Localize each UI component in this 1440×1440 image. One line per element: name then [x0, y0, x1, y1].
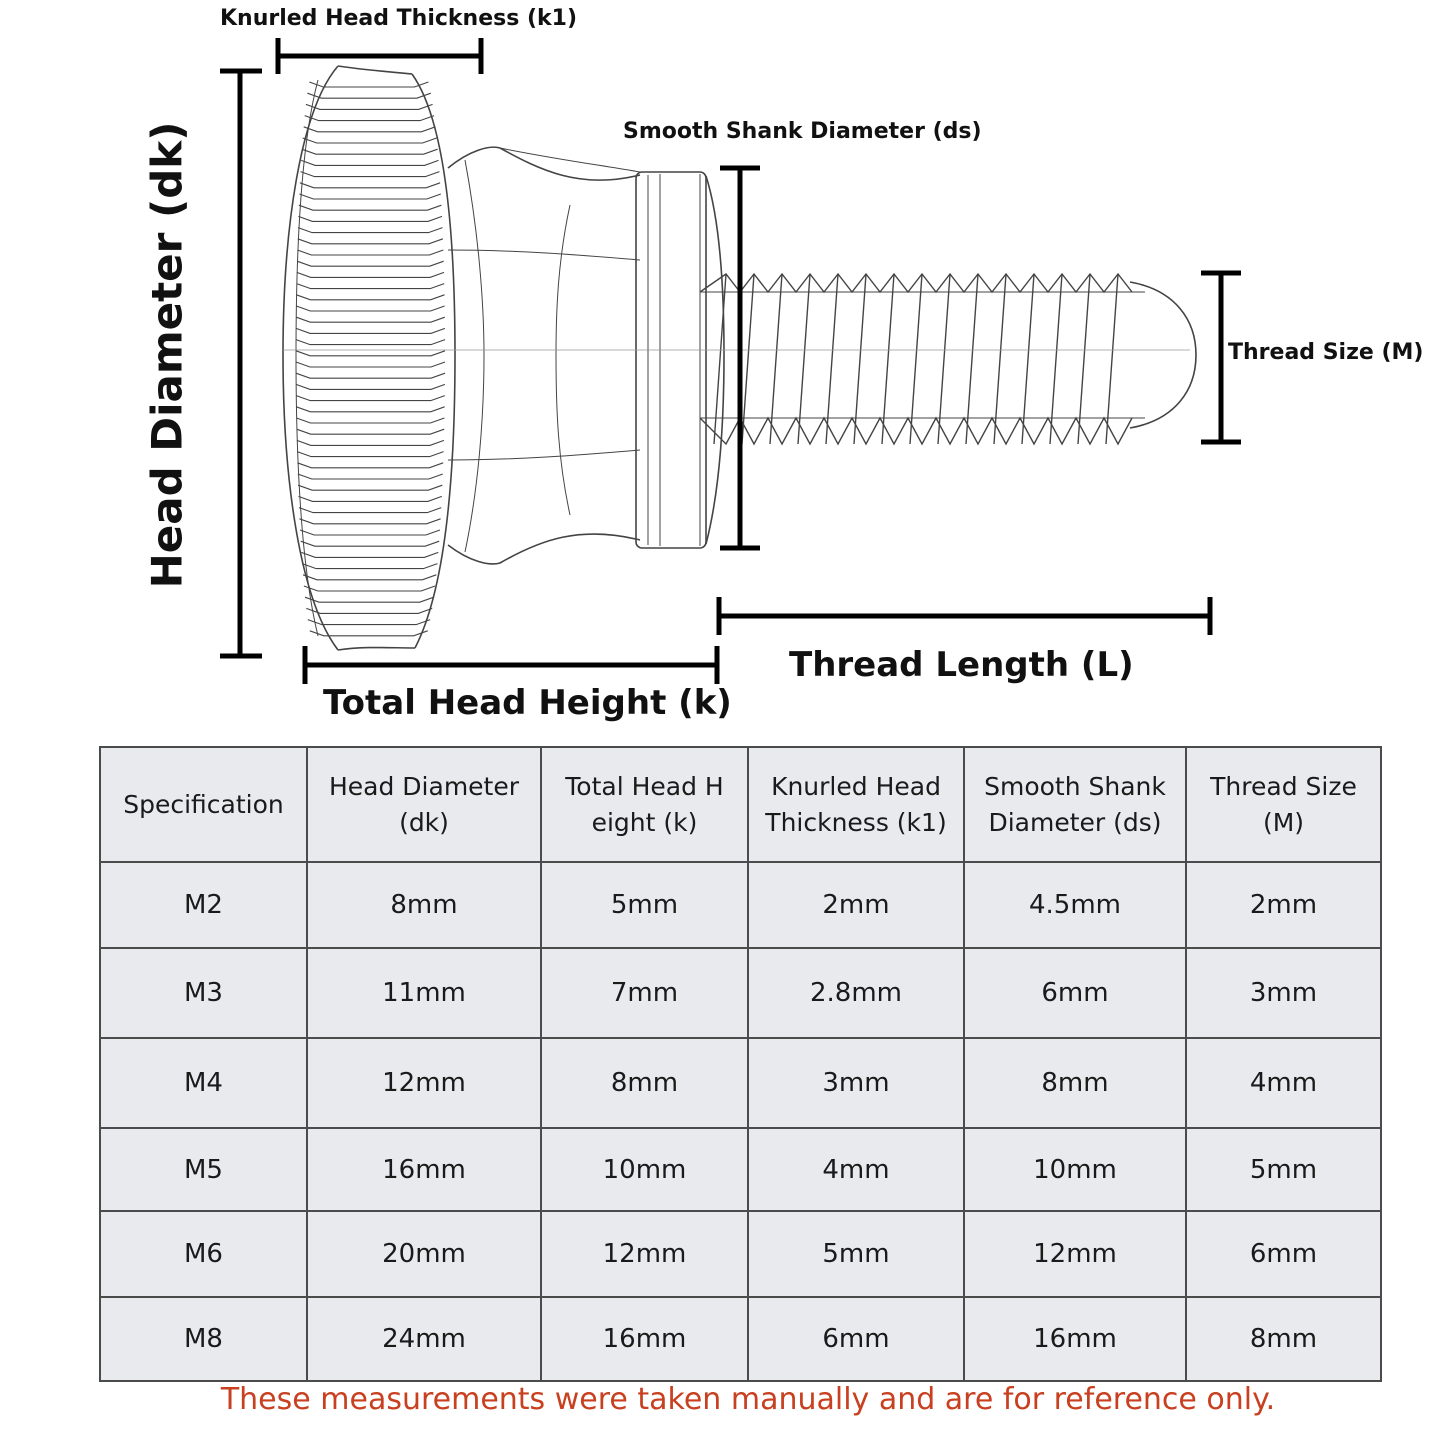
- neck: [447, 146, 641, 565]
- table-cell: 12mm: [540, 1210, 749, 1298]
- table-cell: 11mm: [306, 947, 542, 1039]
- shank-collar: [635, 171, 725, 549]
- table-cell: 6mm: [1185, 1210, 1382, 1298]
- footnote: These measurements were taken manually a…: [220, 1382, 1276, 1417]
- table-cell: 4mm: [747, 1127, 965, 1212]
- table-cell: M3: [99, 947, 308, 1039]
- column-header: Specification: [99, 746, 308, 863]
- table-cell: 2mm: [1185, 861, 1382, 949]
- table-row: M8 24mm 16mm 6mm 16mm 8mm: [99, 1296, 1382, 1382]
- knurled-head-thickness-label: Knurled Head Thickness (k1): [220, 6, 578, 31]
- table-cell: 5mm: [1185, 1127, 1382, 1212]
- thread: [699, 272, 1197, 446]
- table-cell: M4: [99, 1037, 308, 1129]
- table-cell: M6: [99, 1210, 308, 1298]
- thread-size-label: Thread Size (M): [1228, 340, 1424, 365]
- dimension-total-head-height: [302, 646, 720, 684]
- table-cell: 16mm: [963, 1296, 1187, 1382]
- table-cell: 4mm: [1185, 1037, 1382, 1129]
- knurled-head: [282, 65, 456, 651]
- dimension-knurled-thickness: [275, 38, 484, 74]
- dimension-head-diameter: [220, 68, 262, 659]
- table-cell: 10mm: [963, 1127, 1187, 1212]
- table-cell: 3mm: [747, 1037, 965, 1129]
- dimension-shank-diameter: [720, 165, 760, 551]
- table-cell: 12mm: [963, 1210, 1187, 1298]
- total-head-height-label: Total Head Height (k): [323, 683, 732, 723]
- table-cell: M2: [99, 861, 308, 949]
- table-cell: M8: [99, 1296, 308, 1382]
- column-header: Thread Size(M): [1185, 746, 1382, 863]
- table-cell: 8mm: [540, 1037, 749, 1129]
- table-cell: 10mm: [540, 1127, 749, 1212]
- table-cell: 24mm: [306, 1296, 542, 1382]
- table-cell: M5: [99, 1127, 308, 1212]
- table-cell: 2mm: [747, 861, 965, 949]
- table-cell: 3mm: [1185, 947, 1382, 1039]
- table-cell: 2.8mm: [747, 947, 965, 1039]
- screw-drawing: [220, 38, 1241, 684]
- thread-length-label: Thread Length (L): [789, 645, 1134, 685]
- table-row: M6 20mm 12mm 5mm 12mm 6mm: [99, 1210, 1382, 1298]
- table-cell: 4.5mm: [963, 861, 1187, 949]
- table-row: M4 12mm 8mm 3mm 8mm 4mm: [99, 1037, 1382, 1129]
- table-cell: 16mm: [540, 1296, 749, 1382]
- smooth-shank-diameter-label: Smooth Shank Diameter (ds): [623, 119, 982, 144]
- table-cell: 7mm: [540, 947, 749, 1039]
- table-row: M3 11mm 7mm 2.8mm 6mm 3mm: [99, 947, 1382, 1039]
- dimension-thread-size: [1201, 270, 1241, 445]
- table-cell: 16mm: [306, 1127, 542, 1212]
- table-cell: 5mm: [540, 861, 749, 949]
- column-header: Head Diameter(dk): [306, 746, 542, 863]
- table-cell: 6mm: [747, 1296, 965, 1382]
- table-cell: 5mm: [747, 1210, 965, 1298]
- table-cell: 8mm: [306, 861, 542, 949]
- table-cell: 8mm: [1185, 1296, 1382, 1382]
- screw-diagram: Knurled Head Thickness (k1) Smooth Shank…: [142, 6, 1424, 723]
- head-diameter-label: Head Diameter (dk): [142, 121, 192, 589]
- table-header-row: Specification Head Diameter(dk) Total He…: [99, 746, 1382, 863]
- table-cell: 20mm: [306, 1210, 542, 1298]
- spec-table: Specification Head Diameter(dk) Total He…: [99, 746, 1382, 1382]
- dimension-thread-length: [716, 597, 1213, 635]
- table-row: M2 8mm 5mm 2mm 4.5mm 2mm: [99, 861, 1382, 949]
- table-cell: 12mm: [306, 1037, 542, 1129]
- table-row: M5 16mm 10mm 4mm 10mm 5mm: [99, 1127, 1382, 1212]
- table-cell: 6mm: [963, 947, 1187, 1039]
- table-cell: 8mm: [963, 1037, 1187, 1129]
